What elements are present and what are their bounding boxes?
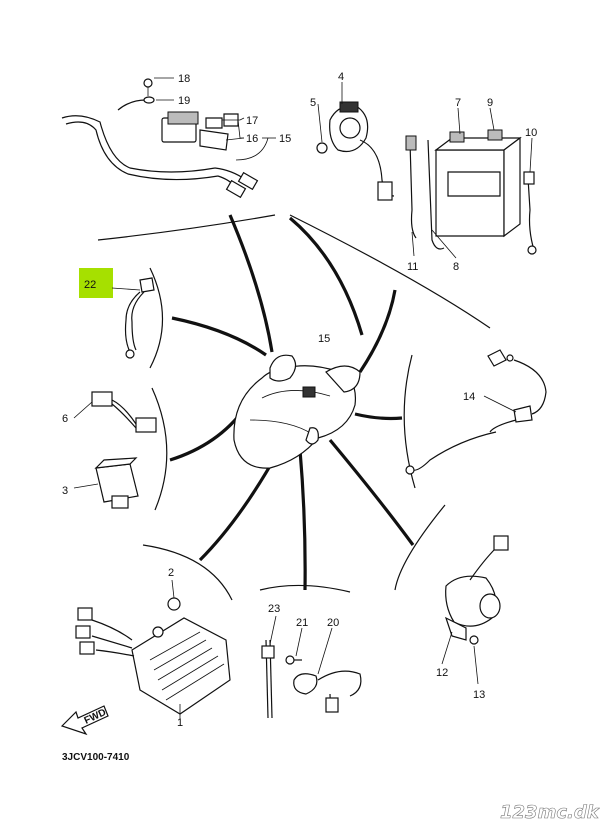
label-17: 17: [246, 115, 258, 127]
fwd-label: FWD: [83, 707, 108, 727]
label-4: 4: [338, 71, 344, 83]
label-8: 8: [453, 261, 459, 273]
label-15-top: 15: [279, 133, 291, 145]
group-sensor-22: [79, 268, 155, 359]
group-starter-relay-12-13: [441, 535, 509, 685]
group-starter-lead-14: [405, 349, 547, 475]
label-16: 16: [246, 133, 258, 145]
group-subharness-6: [73, 391, 157, 433]
label-12: 12: [436, 667, 448, 679]
label-3: 3: [62, 485, 68, 497]
label-15-center: 15: [318, 333, 330, 345]
label-5: 5: [310, 97, 316, 109]
label-19: 19: [178, 95, 190, 107]
label-23: 23: [268, 603, 280, 615]
group-leader-lines: [169, 214, 415, 591]
frame-center: [233, 354, 361, 469]
group-regulator-1-2: [75, 579, 231, 720]
label-22: 22: [84, 279, 96, 291]
group-harness-top-left: [61, 77, 276, 199]
group-sensor-20-21-23: [261, 615, 362, 719]
label-18: 18: [178, 73, 190, 85]
label-11: 11: [407, 261, 418, 273]
group-switch-4-5: [316, 82, 395, 201]
label-6: 6: [62, 413, 68, 425]
label-10: 10: [525, 127, 537, 139]
fwd-arrow-icon: [60, 705, 109, 736]
highlight-box-22: [79, 268, 113, 298]
group-battery: [405, 107, 537, 259]
label-2: 2: [168, 567, 174, 579]
label-9: 9: [487, 97, 493, 109]
harness-connector-15: [302, 386, 316, 398]
part-labels: 18 19 17 16 15 4 5 7 9 10 11 8 22 15 14 …: [62, 71, 537, 729]
label-14: 14: [463, 391, 475, 403]
group-relay-3: [73, 457, 139, 509]
label-1: 1: [177, 717, 183, 729]
watermark: 123mc.dk: [500, 802, 600, 823]
label-21: 21: [296, 617, 308, 629]
label-13: 13: [473, 689, 485, 701]
label-7: 7: [455, 97, 461, 109]
diagram-code: 3JCV100-7410: [62, 752, 130, 763]
label-20: 20: [327, 617, 339, 629]
